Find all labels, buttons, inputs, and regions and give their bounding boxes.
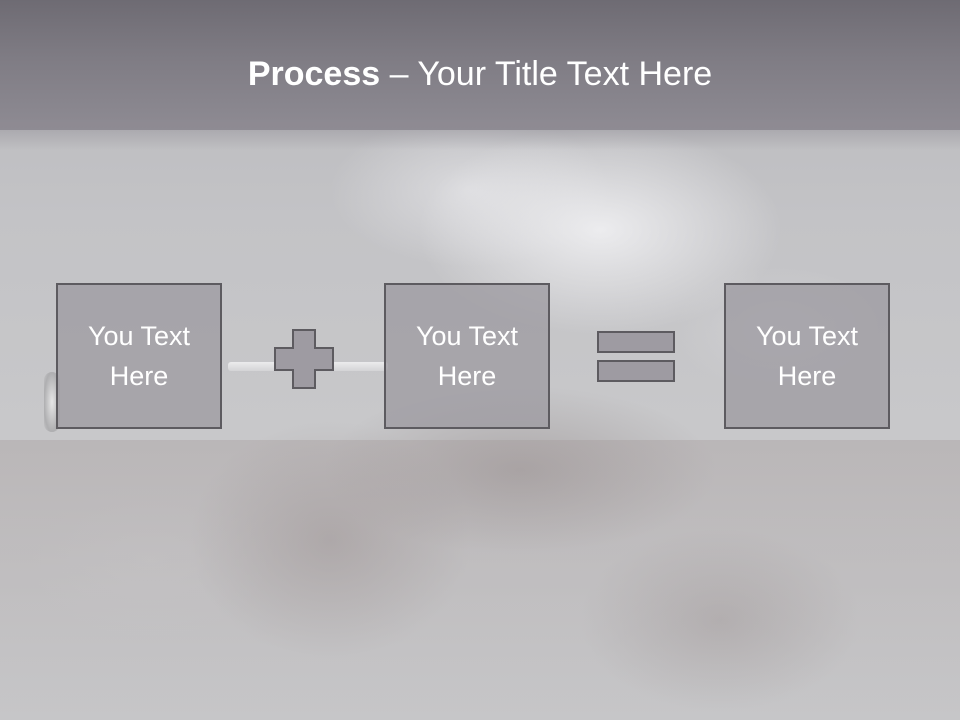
background-hand-shadow — [0, 440, 960, 720]
process-step-text-3: You Text Here — [755, 321, 859, 391]
process-step-box-3[interactable]: You Text Here — [724, 283, 890, 429]
equals-icon — [597, 331, 675, 382]
slide-title[interactable]: Process – Your Title Text Here — [0, 52, 960, 96]
process-step-text-2: You Text Here — [415, 321, 519, 391]
title-band — [0, 0, 960, 130]
title-bold-part: Process — [247, 55, 381, 93]
plus-icon — [274, 329, 334, 389]
process-step-box-1[interactable]: You Text Here — [56, 283, 222, 429]
title-band-fade — [0, 120, 960, 150]
process-step-box-2[interactable]: You Text Here — [384, 283, 550, 429]
process-step-text-1: You Text Here — [87, 321, 191, 391]
title-rest-part: – Your Title Text Here — [380, 55, 713, 93]
